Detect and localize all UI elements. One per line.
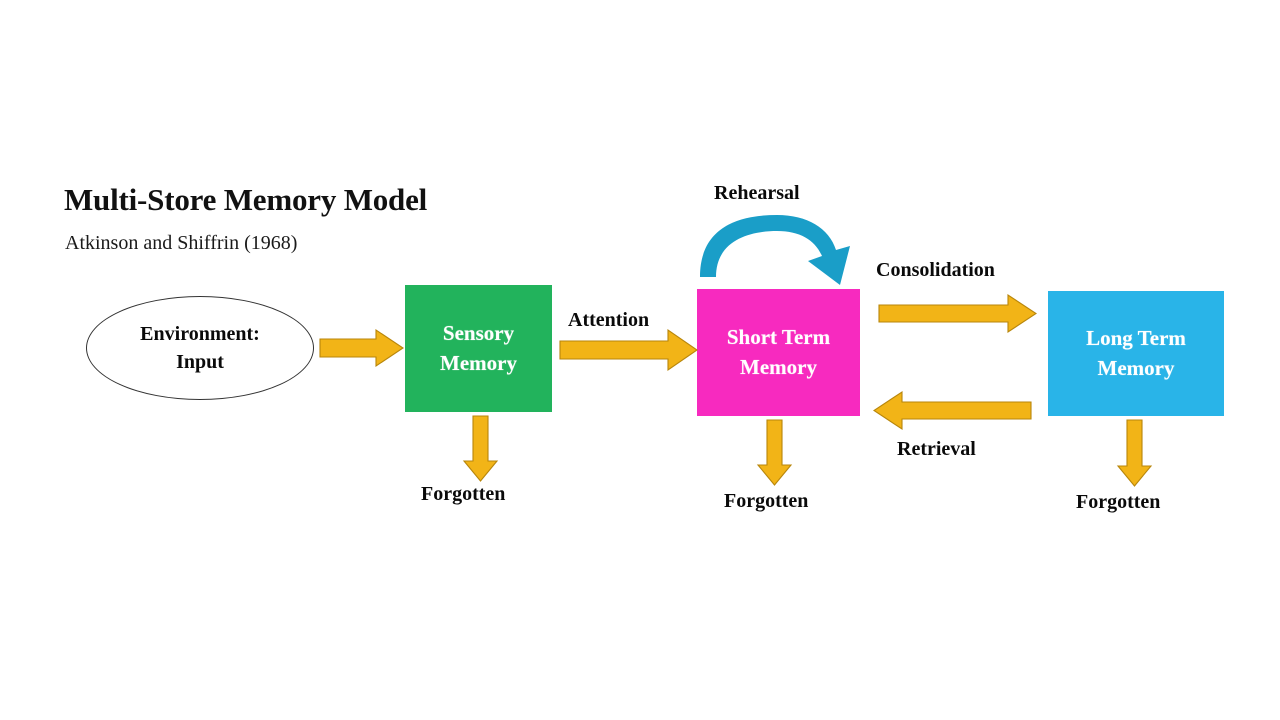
environment-label-line2: Input xyxy=(176,351,224,373)
short-term-memory-label-line1: Short Term xyxy=(726,324,831,349)
arrow-consolidation-icon xyxy=(878,293,1037,334)
label-forgotten-sensory: Forgotten xyxy=(421,483,506,505)
arrow-attention-icon xyxy=(559,328,698,372)
node-environment-input[interactable]: Environment: Input xyxy=(86,296,314,400)
arrow-sensory-forgotten-icon xyxy=(462,415,499,482)
label-forgotten-long-term: Forgotten xyxy=(1076,491,1161,513)
sensory-memory-label-line1: Sensory xyxy=(442,320,515,345)
arrow-input-to-sensory-icon xyxy=(319,328,404,368)
label-attention: Attention xyxy=(568,309,650,331)
label-forgotten-short-term: Forgotten xyxy=(724,490,809,512)
label-retrieval: Retrieval xyxy=(897,438,976,460)
short-term-memory-label-line2: Memory xyxy=(740,354,817,379)
node-sensory-memory[interactable]: Sensory Memory xyxy=(405,285,552,412)
environment-label-line1: Environment: xyxy=(140,322,260,345)
arrow-ltm-forgotten-icon xyxy=(1116,419,1153,487)
sensory-memory-label-line2: Memory xyxy=(440,350,517,375)
node-short-term-memory[interactable]: Short Term Memory xyxy=(697,289,860,416)
page-title: Multi-Store Memory Model xyxy=(64,182,428,217)
arrow-stm-forgotten-icon xyxy=(756,419,793,486)
label-rehearsal: Rehearsal xyxy=(714,182,800,204)
arrow-retrieval-icon xyxy=(873,390,1032,431)
long-term-memory-label-line2: Memory xyxy=(1097,355,1175,380)
node-long-term-memory[interactable]: Long Term Memory xyxy=(1048,291,1224,416)
page-subtitle: Atkinson and Shiffrin (1968) xyxy=(65,232,298,254)
label-consolidation: Consolidation xyxy=(876,259,995,281)
long-term-memory-label-line1: Long Term xyxy=(1086,325,1186,350)
arrow-rehearsal-loop-icon xyxy=(700,215,850,285)
